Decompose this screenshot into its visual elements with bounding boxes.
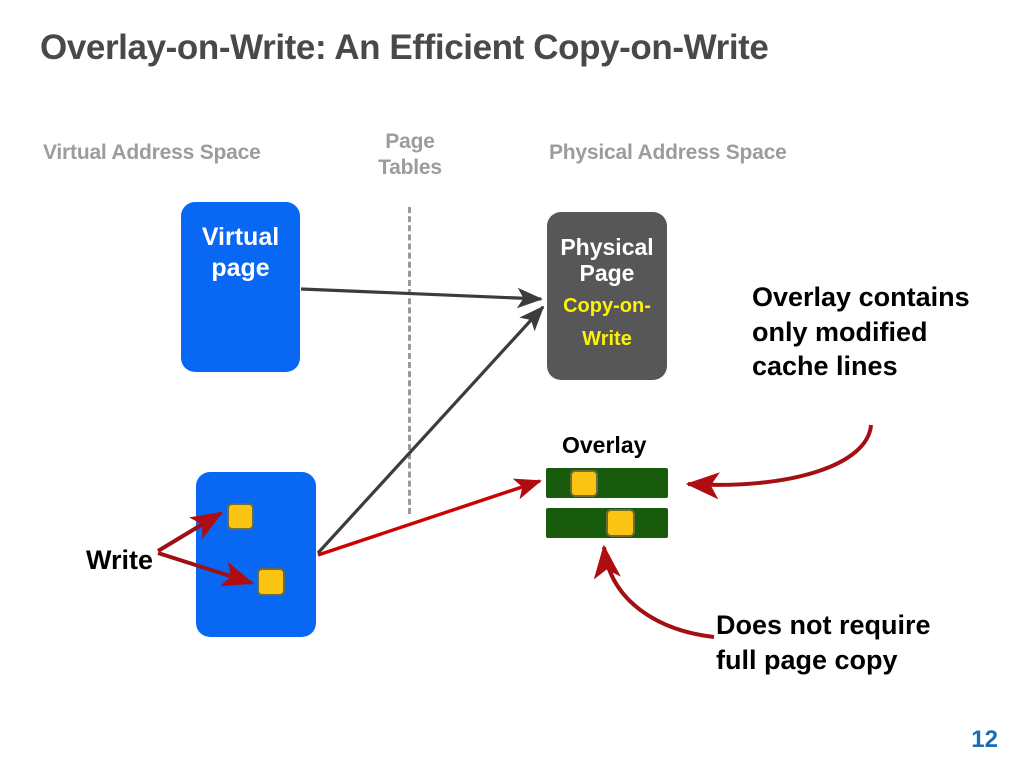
virtual-page-label-line1: Virtual: [201, 223, 280, 251]
no-full-page-copy-annotation: Does not require full page copy: [716, 610, 931, 675]
physical-page-label-line2: Page: [579, 259, 635, 286]
page-title: Overlay-on-Write: An Efficient Copy-on-W…: [40, 28, 769, 67]
overlay-contains-annotation: Overlay contains only modified cache lin…: [752, 282, 970, 382]
arrow-virtual-to-physical: [300, 287, 543, 309]
page-tables-header-line1: Page: [385, 130, 435, 153]
virtual-address-space-header: Virtual Address Space: [43, 141, 261, 164]
virtual-page-box: Virtual page: [181, 202, 300, 372]
arrow-no-copy-to-bar: [593, 544, 715, 639]
copy-on-write-label-line2: Write: [582, 327, 632, 350]
page-tables-header: Page Tables: [362, 129, 458, 180]
arrow-writer-to-overlay: [317, 478, 542, 557]
page-tables-header-line2: Tables: [378, 155, 442, 179]
arrow-overlay-contains-to-bar: [685, 424, 873, 500]
virtual-page-label-line2: page: [211, 253, 270, 282]
page-number: 12: [971, 726, 998, 753]
copy-on-write-label-line1: Copy-on-: [563, 294, 651, 317]
page-tables-divider-line: [408, 207, 411, 514]
physical-page-box: Physical Page Copy-on- Write: [547, 212, 667, 380]
cache-line-square-write-2: [257, 568, 285, 596]
cache-line-square-overlay-2: [606, 509, 635, 537]
overlay-bar-1: [546, 468, 668, 498]
physical-address-space-header: Physical Address Space: [549, 141, 787, 164]
overlay-label: Overlay: [562, 432, 647, 458]
writer-virtual-page-box: [196, 472, 316, 637]
cache-line-square-write-1: [227, 503, 254, 530]
arrow-writer-to-physical: [316, 305, 545, 555]
write-annotation-label: Write: [86, 545, 154, 575]
cache-line-square-overlay-1: [570, 470, 598, 497]
physical-page-label-line1: Physical: [560, 234, 654, 260]
